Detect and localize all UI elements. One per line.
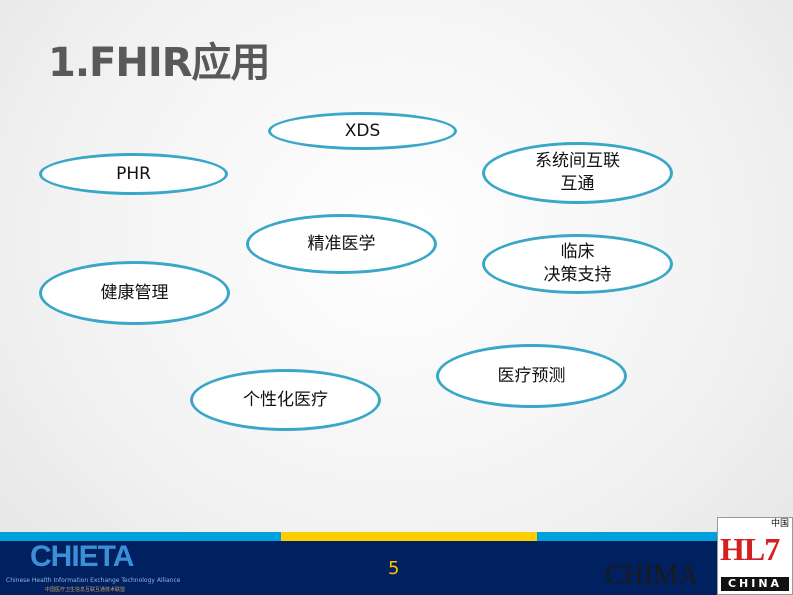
node-medical-prediction: 医疗预测 bbox=[436, 344, 627, 408]
node-precision-medicine: 精准医学 bbox=[246, 214, 437, 274]
chieta-logo: CHIETA bbox=[30, 540, 134, 573]
node-interop: 系统间互联 互通 bbox=[482, 142, 673, 204]
page-number: 5 bbox=[388, 558, 400, 579]
hl7-cn-label: 中国 bbox=[770, 519, 789, 529]
accent-bar-blue bbox=[0, 532, 281, 541]
hl7-china-logo: 中国 HL7 CHINA bbox=[717, 517, 793, 595]
accent-bar-blue-right bbox=[537, 532, 793, 541]
node-phr: PHR bbox=[39, 153, 228, 195]
node-health-management: 健康管理 bbox=[39, 261, 230, 325]
node-xds: XDS bbox=[268, 112, 457, 150]
node-clinical-decision: 临床 决策支持 bbox=[482, 234, 673, 294]
node-personalized-medicine: 个性化医疗 bbox=[190, 369, 381, 431]
hl7-china-label: CHINA bbox=[721, 577, 789, 591]
slide-title: 1.FHIR应用 bbox=[48, 40, 271, 86]
logo-subtitle: Chinese Health Information Exchange Tech… bbox=[6, 577, 181, 584]
chima-watermark: CHIMA bbox=[605, 560, 699, 591]
accent-bar-yellow bbox=[281, 532, 537, 541]
footer bbox=[0, 541, 793, 595]
hl7-wordmark: HL7 bbox=[720, 531, 780, 567]
logo-subtitle-cn: 中国医疗卫生信息互联互通技术联盟 bbox=[45, 587, 126, 593]
